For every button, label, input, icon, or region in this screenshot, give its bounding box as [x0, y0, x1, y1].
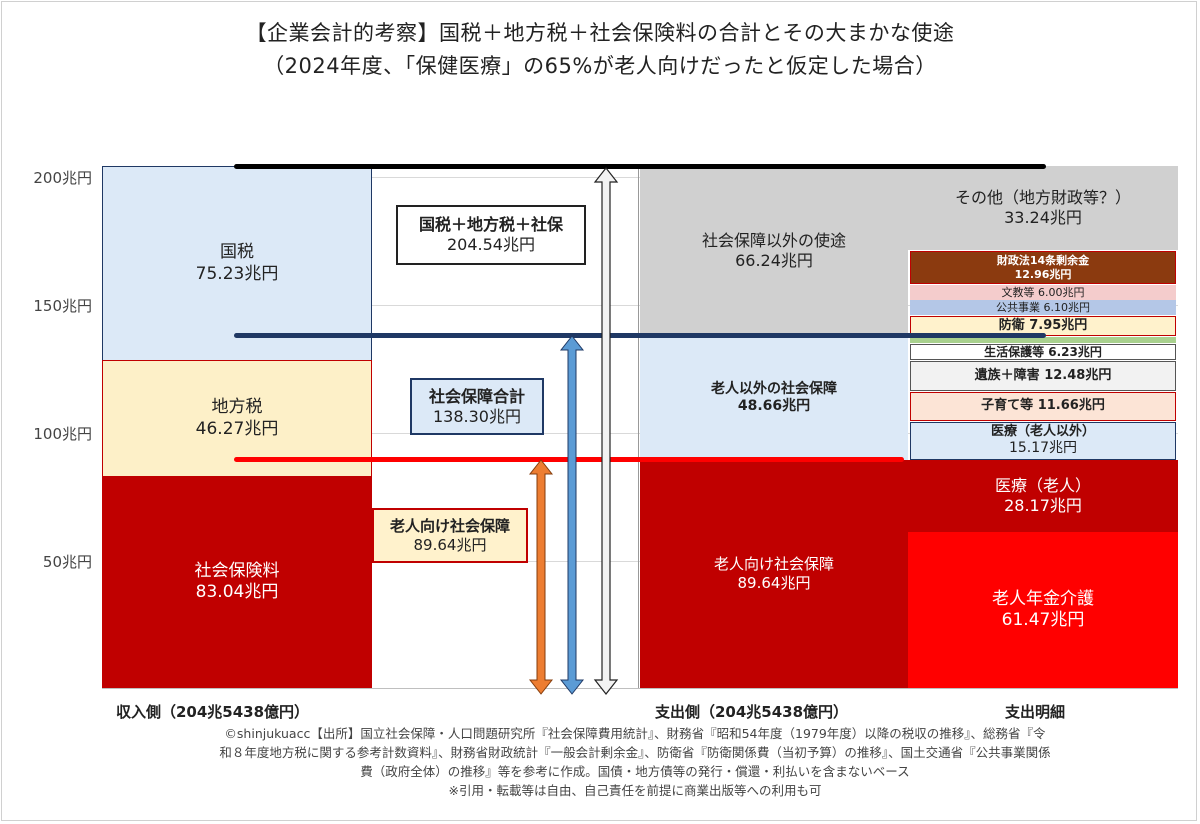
iryou-non-value: 15.17兆円 — [1008, 440, 1078, 457]
iryou-eld-label: 医療（老人） — [994, 476, 1091, 495]
footer-line-4: ※引用・転載等は自由、自己責任を前提に商業出版等への利用も可 — [448, 783, 822, 798]
iryou-eld-value: 28.17兆円 — [1004, 496, 1082, 515]
y-tick-150: 150兆円 — [33, 297, 92, 315]
bar-kokuzei: 国税 75.23兆円 — [102, 166, 372, 360]
chart-title: 【企業会計的考察】国税＋地方税＋社会保険料の合計とその大まかな使途 — [245, 21, 955, 45]
bar-zaiseihou: 財政法14条剰余金 12.96兆円 — [910, 251, 1176, 284]
bunkyou-label: 文教等 6.00兆円 — [1001, 285, 1085, 299]
bouei-label: 防衛 7.95兆円 — [998, 317, 1088, 333]
callout-total-label: 国税＋地方税＋社保 — [418, 215, 563, 234]
column-divider — [638, 166, 639, 688]
callout-total: 国税＋地方税＋社保 204.54兆円 — [396, 205, 586, 265]
bar-elderly: 老人向け社会保障 89.64兆円 — [640, 460, 908, 688]
izoku-label: 遺族＋障害 12.48兆円 — [974, 367, 1112, 383]
sonota-value: 33.24兆円 — [1004, 208, 1082, 227]
koukyou-label: 公共事業 6.10兆円 — [996, 300, 1090, 314]
iryou-non-label: 医療（老人以外） — [990, 424, 1095, 440]
bar-koukyou: 公共事業 6.10兆円 — [910, 300, 1176, 315]
chihouzei-label: 地方税 — [211, 397, 263, 418]
other-use-value: 66.24兆円 — [735, 251, 813, 270]
zaiseihou-value: 12.96兆円 — [1014, 267, 1072, 281]
y-tick-200: 200兆円 — [33, 169, 92, 187]
baseline — [102, 688, 1178, 689]
nenkin-label: 老人年金介護 — [992, 588, 1094, 609]
bar-chihouzei: 地方税 46.27兆円 — [102, 360, 372, 476]
bar-separator — [910, 337, 1176, 343]
social-arrow — [559, 335, 585, 695]
bar-kosodate: 子育て等 11.66兆円 — [910, 392, 1176, 421]
callout-elderly-label: 老人向け社会保障 — [389, 516, 510, 535]
bar-iryou-elderly: 医療（老人） 28.17兆円 — [908, 460, 1178, 532]
bar-sonota: その他（地方財政等？） 33.24兆円 — [908, 166, 1178, 250]
callout-social-label: 社会保障合計 — [428, 386, 525, 406]
callout-elderly: 老人向け社会保障 89.64兆円 — [372, 508, 528, 563]
elderly-value: 89.64兆円 — [737, 574, 811, 592]
bar-iryou-non-elderly: 医療（老人以外） 15.17兆円 — [910, 422, 1176, 460]
kosodate-label: 子育て等 11.66兆円 — [981, 398, 1105, 414]
callout-total-value: 204.54兆円 — [447, 235, 535, 254]
footer-line-2: 和８年度地方税に関する参考計数資料』、財務省財政統計『一般会計剰余金』、防衛省『… — [219, 745, 1051, 760]
x-label-detail: 支出明細 — [1005, 703, 1066, 721]
chihouzei-value: 46.27兆円 — [195, 418, 279, 439]
total-arrow — [593, 167, 619, 695]
non-elderly-label: 老人以外の社会保障 — [711, 380, 837, 397]
chart-subtitle: （2024年度、「保健医療」の65%が老人向けだったと仮定した場合） — [263, 54, 937, 78]
elderly-label: 老人向け社会保障 — [713, 555, 834, 574]
callout-social: 社会保障合計 138.30兆円 — [410, 378, 544, 435]
x-label-expense: 支出側（204兆5438億円） — [655, 703, 849, 721]
sonota-label: その他（地方財政等？） — [954, 188, 1131, 207]
seikatsu-label: 生活保護等 6.23兆円 — [984, 344, 1102, 359]
y-tick-100: 100兆円 — [33, 425, 92, 443]
bar-shakaihoken: 社会保険料 83.04兆円 — [102, 476, 372, 688]
nenkin-value: 61.47兆円 — [1001, 610, 1085, 630]
callout-social-value: 138.30兆円 — [433, 406, 521, 426]
bar-non-elderly: 老人以外の社会保障 48.66兆円 — [640, 336, 908, 460]
social-line-138 — [234, 333, 1046, 338]
bar-seikatsu: 生活保護等 6.23兆円 — [910, 344, 1176, 360]
other-use-label: 社会保障以外の使途 — [701, 231, 846, 250]
shakaihoken-value: 83.04兆円 — [195, 582, 279, 602]
non-elderly-value: 48.66兆円 — [737, 398, 811, 414]
callout-elderly-value: 89.64兆円 — [413, 535, 487, 554]
kokuzei-label: 国税 — [220, 242, 254, 263]
bar-bunkyou: 文教等 6.00兆円 — [910, 285, 1176, 300]
total-line-204 — [234, 164, 1046, 169]
footer-line-1: ©shinjukuacc【出所】国立社会保障・人口問題研究所『社会保障費用統計』… — [224, 726, 1046, 741]
bar-nenkin: 老人年金介護 61.47兆円 — [908, 532, 1178, 688]
shakaihoken-label: 社会保険料 — [194, 560, 280, 581]
bar-other-use: 社会保障以外の使途 66.24兆円 — [640, 166, 908, 336]
footer-line-3: 費（政府全体）の推移』等を参考に作成。国債・地方債等の発行・償還・利払いを含まな… — [360, 764, 910, 779]
kokuzei-value: 75.23兆円 — [195, 263, 279, 284]
elderly-arrow — [528, 459, 554, 695]
y-tick-50: 50兆円 — [42, 553, 92, 571]
zaiseihou-label: 財政法14条剰余金 — [996, 253, 1090, 267]
x-label-income: 収入側（204兆5438億円） — [116, 703, 310, 721]
bar-izoku: 遺族＋障害 12.48兆円 — [910, 361, 1176, 391]
